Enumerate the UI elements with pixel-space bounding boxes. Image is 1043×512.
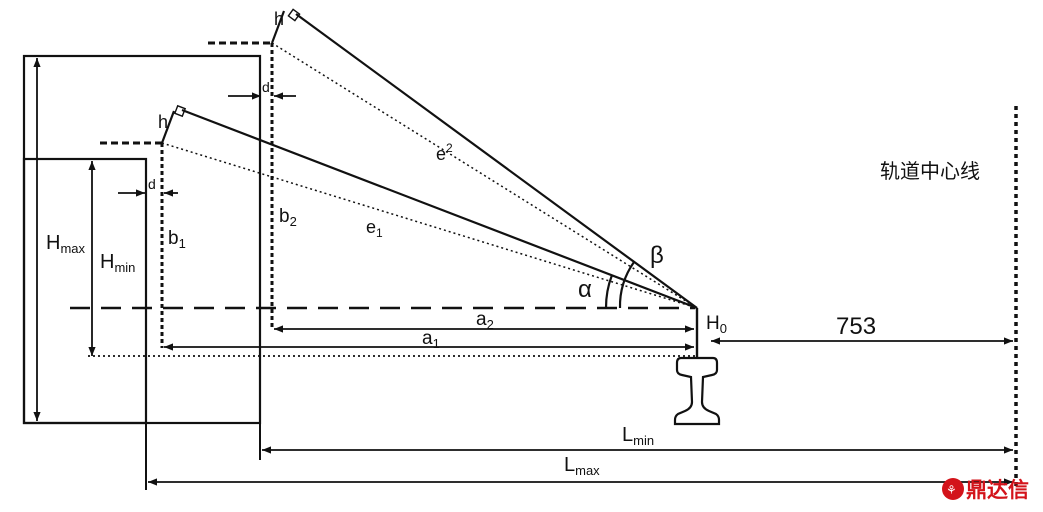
- rail-profile: [673, 356, 721, 426]
- right-angle-mid: [173, 104, 187, 118]
- hmax-label: Hmax: [46, 232, 86, 256]
- offset-h-top: [270, 10, 286, 44]
- h-label-top: h: [274, 9, 284, 29]
- a1-label: a1: [422, 328, 440, 351]
- alpha-label: α: [578, 276, 592, 303]
- beta-arc: [618, 261, 635, 309]
- alpha-arc: [604, 274, 614, 309]
- beta-label: β: [650, 242, 664, 269]
- right-angle-top: [287, 8, 301, 22]
- a2-label: a2: [476, 309, 494, 332]
- h-label-mid: h: [158, 112, 168, 132]
- lmax-label: Lmax: [564, 454, 600, 478]
- watermark: ⚘ 鼎达信: [942, 478, 1029, 502]
- h0-label: H0: [706, 313, 727, 336]
- inner-box-hmin: [22, 157, 148, 425]
- d-label-top: d: [262, 79, 270, 95]
- e2-line: [271, 42, 698, 309]
- b1-label: b1: [168, 228, 186, 251]
- slope-line-beta: [295, 13, 698, 309]
- b2-label: b2: [279, 206, 297, 229]
- e1-label: e1: [366, 217, 383, 240]
- lmin-label: Lmin: [622, 424, 654, 448]
- track-centerline-label: 轨道中心线: [880, 159, 980, 183]
- watermark-text: 鼎达信: [966, 478, 1029, 502]
- watermark-logo-glyph: ⚘: [946, 483, 957, 497]
- watermark-logo-icon: [942, 478, 964, 500]
- e2-label: e2: [436, 141, 453, 164]
- e1-line: [161, 142, 698, 309]
- offset-h-mid: [160, 110, 176, 144]
- hmin-label: Hmin: [100, 251, 135, 275]
- dim-753-label: 753: [836, 313, 876, 340]
- d-label-mid: d: [148, 176, 156, 192]
